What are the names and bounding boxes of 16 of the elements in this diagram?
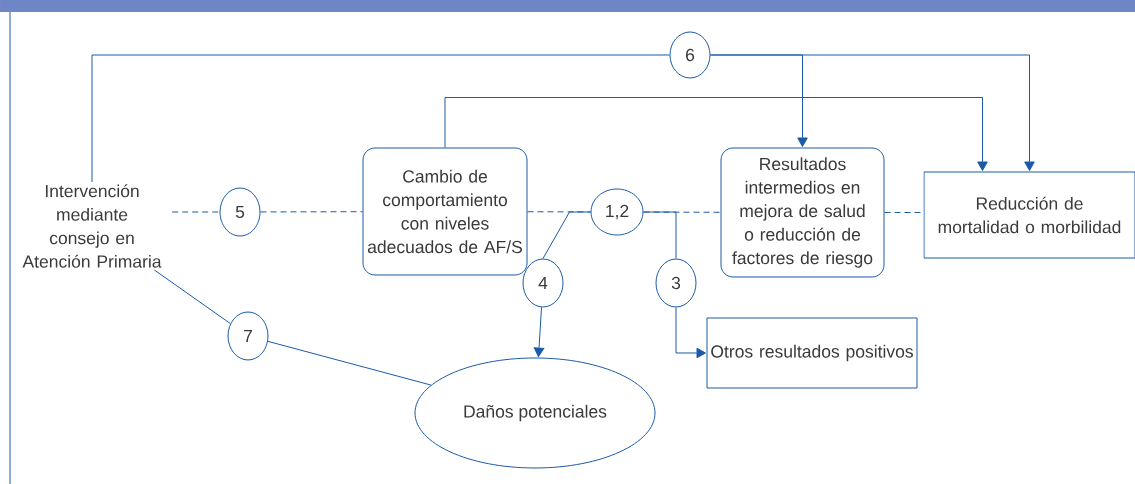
dashed-line — [260, 211, 363, 213]
connector-line — [643, 211, 677, 259]
arrow — [675, 307, 706, 359]
label-text: Intervención mediante consejo en Atención Primaria — [22, 184, 162, 268]
process-box: Reducción de mortalidad o morbilidad — [923, 171, 1135, 259]
arrow — [533, 306, 545, 357]
connector-line — [91, 54, 670, 183]
connector-line — [267, 340, 432, 386]
connector-line — [153, 269, 231, 325]
process-box: Otros resultados positivos — [706, 317, 918, 389]
arrow — [710, 54, 1035, 171]
arrow — [444, 97, 988, 171]
rounded-box: Resultados intermedios en mejora de salud o reducción de factores de riesgo — [720, 147, 885, 278]
dashed-line — [171, 211, 220, 213]
connector-line — [542, 211, 591, 259]
rounded-box: Cambio de comportamiento con niveles adecuados de AF/S — [362, 147, 528, 276]
